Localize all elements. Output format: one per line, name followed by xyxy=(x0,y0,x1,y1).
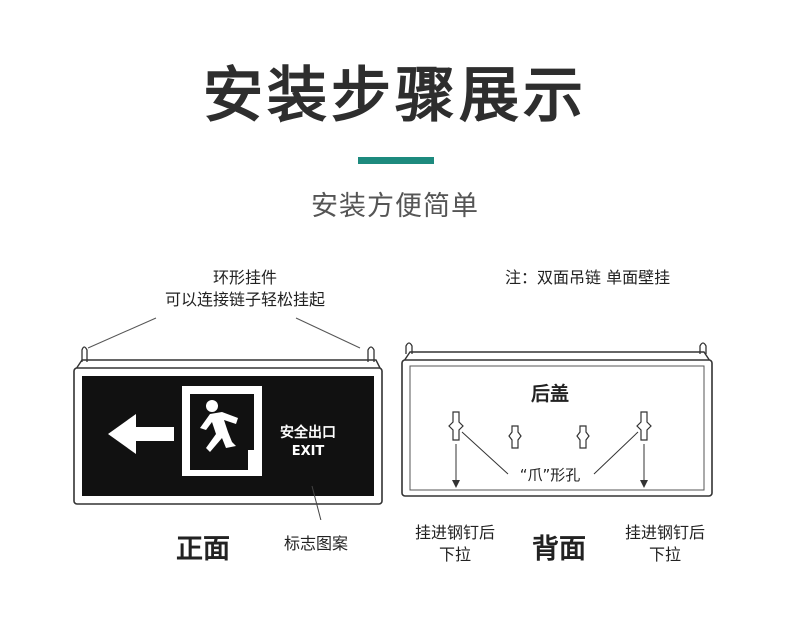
mounting-note: 注：双面吊链 单面壁挂 xyxy=(505,268,671,287)
back-ring-hook-right-icon xyxy=(699,342,707,354)
nail-note-left-line2: 下拉 xyxy=(438,545,471,564)
nail-note-right: 挂进钢钉后 下拉 xyxy=(610,522,720,566)
sign-pattern-label: 标志图案 xyxy=(284,534,349,553)
front-sign-drawing: 安全出口 EXIT xyxy=(73,317,383,520)
arrow-left-icon xyxy=(108,414,174,454)
back-panel-drawing: 后盖 “爪”形孔 xyxy=(401,342,713,497)
ring-hook-desc: 可以连接链子轻松挂起 xyxy=(164,290,325,309)
title-underline xyxy=(358,157,434,164)
ring-hook-left-icon xyxy=(81,346,88,362)
hanging-line-left xyxy=(87,317,157,349)
ring-hook-right-icon xyxy=(367,346,375,362)
sign-text-cn: 安全出口 xyxy=(280,424,336,441)
back-cover-label: 后盖 xyxy=(531,382,569,405)
ring-hook-label: 环形挂件 xyxy=(212,268,277,287)
sign-text-en: EXIT xyxy=(292,444,325,459)
claw-hole-icon xyxy=(576,425,590,449)
front-label: 正面 xyxy=(176,534,230,565)
frame-top xyxy=(73,359,383,373)
pattern-pointer-line xyxy=(311,485,322,520)
back-label: 背面 xyxy=(532,534,586,565)
claw-hole-icon xyxy=(508,425,522,449)
nail-note-right-line1: 挂进钢钉后 xyxy=(624,523,705,542)
arrow-down-icon xyxy=(640,480,648,488)
claw-hole-icon xyxy=(448,411,464,441)
claw-hole-label: “爪”形孔 xyxy=(520,466,581,484)
hanging-line-right xyxy=(295,317,361,349)
back-ring-hook-left-icon xyxy=(405,342,413,354)
ring-hook-annotation: 环形挂件 可以连接链子轻松挂起 xyxy=(130,267,360,311)
nail-note-left-line1: 挂进钢钉后 xyxy=(414,523,495,542)
nail-note-right-line2: 下拉 xyxy=(648,545,681,564)
back-panel-frame xyxy=(401,359,713,497)
running-man-icon xyxy=(206,400,218,412)
claw-hole-icon xyxy=(636,411,652,441)
page-subtitle: 安装方便简单 xyxy=(311,191,479,222)
nail-note-left: 挂进钢钉后 下拉 xyxy=(400,522,510,566)
page-title: 安装步骤展示 xyxy=(203,61,587,131)
arrow-down-icon xyxy=(452,480,460,488)
